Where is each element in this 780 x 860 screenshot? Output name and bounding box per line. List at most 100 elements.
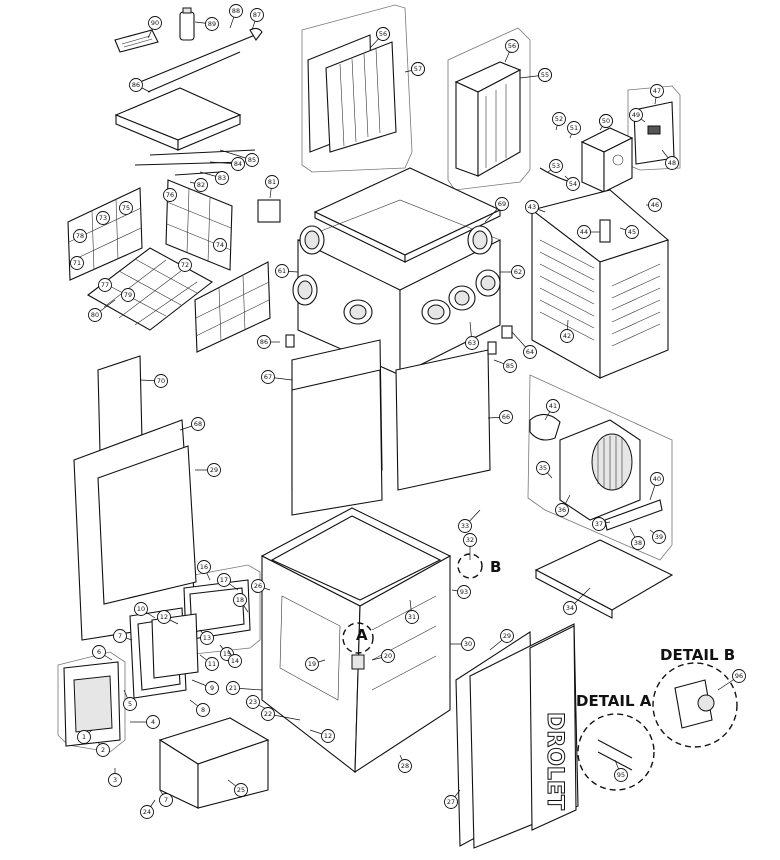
- callout-bubble: [234, 783, 248, 797]
- callout-38: 38: [629, 527, 645, 550]
- callout-bubble: [503, 359, 517, 373]
- callout-bubble: [140, 805, 154, 819]
- callout-bubble: [538, 68, 552, 82]
- callout-69: 69: [484, 197, 509, 223]
- callout-bubble: [599, 114, 613, 128]
- callout-12: 12: [309, 729, 335, 743]
- callout-bubble: [250, 8, 264, 22]
- callout-bubble: [217, 573, 231, 587]
- detail-b-marker: [457, 553, 483, 579]
- callout-11: 11: [199, 654, 219, 671]
- callout-56: 56: [376, 27, 390, 41]
- duct-collars: [292, 225, 501, 325]
- callout-bubble: [463, 533, 477, 547]
- detail-a-callout: [577, 713, 655, 791]
- callout-number: 18: [236, 596, 244, 604]
- callout-bubble: [96, 743, 110, 757]
- callout-bubble: [215, 171, 229, 185]
- callout-bubble: [732, 669, 746, 683]
- callout-number: 5: [128, 700, 132, 708]
- callout-number: 35: [539, 464, 547, 472]
- callout-bubble: [567, 121, 581, 135]
- callout-bubble: [592, 517, 606, 531]
- callout-bubble: [154, 374, 168, 388]
- callout-86: 86: [257, 335, 280, 349]
- callout-number: 25: [237, 786, 245, 794]
- callout-bubble: [305, 657, 319, 671]
- callout-number: 7: [118, 632, 122, 640]
- callout-8: 8: [189, 699, 210, 717]
- callout-90: 90: [147, 16, 162, 39]
- callout-7: 7: [159, 789, 173, 807]
- heat-exchanger-box: [530, 189, 670, 379]
- callout-number: 19: [308, 660, 316, 668]
- callout-27: 27: [444, 789, 461, 809]
- control-box: [580, 127, 634, 193]
- callout-number: 80: [91, 311, 99, 319]
- callout-66: 66: [487, 410, 513, 424]
- callout-number: 29: [503, 632, 511, 640]
- callout-29: 29: [489, 629, 514, 651]
- callout-number: 54: [569, 180, 577, 188]
- callout-23: 23: [246, 695, 269, 711]
- callout-number: 55: [541, 71, 549, 79]
- callout-44: 44: [577, 225, 600, 239]
- callout-77: 77: [98, 278, 112, 292]
- callout-96: 96: [717, 669, 746, 691]
- callout-42: 42: [560, 319, 574, 343]
- callout-number: 56: [508, 42, 516, 50]
- glass-frame-set: [183, 579, 251, 641]
- callout-bubble: [129, 78, 143, 92]
- callout-22: 22: [261, 707, 301, 721]
- callout-bubble: [70, 256, 84, 270]
- callout-89: 89: [194, 17, 219, 31]
- callout-bubble: [398, 759, 412, 773]
- ash-drawer: [158, 717, 270, 809]
- callout-bubble: [625, 225, 639, 239]
- callout-80: 80: [88, 299, 116, 322]
- callout-number: 33: [461, 522, 469, 530]
- callout-bubble: [157, 610, 171, 624]
- callout-bubble: [499, 410, 513, 424]
- detail-a-title: DETAIL A: [576, 692, 652, 710]
- callout-number: 23: [249, 698, 257, 706]
- callout-number: 62: [514, 268, 522, 276]
- callout-number: 76: [166, 191, 174, 199]
- callout-number: 26: [254, 582, 262, 590]
- brush-card: [114, 29, 159, 53]
- callout-24: 24: [140, 799, 156, 819]
- callout-bubble: [381, 649, 395, 663]
- spray-can: [179, 7, 195, 41]
- callout-81: 81: [265, 175, 279, 199]
- callout-number: 70: [157, 377, 165, 385]
- base-plate: [534, 539, 674, 619]
- callout-40: 40: [649, 472, 664, 501]
- callout-number: 79: [124, 291, 132, 299]
- callout-number: 13: [203, 634, 211, 642]
- callout-bubble: [536, 461, 550, 475]
- callout-51: 51: [567, 121, 581, 139]
- callout-number: 30: [464, 640, 472, 648]
- callout-87: 87: [250, 8, 264, 31]
- callout-number: 50: [602, 117, 610, 125]
- callout-number: 51: [570, 124, 578, 132]
- rods: [134, 149, 256, 176]
- callout-bubble: [555, 503, 569, 517]
- callout-70: 70: [139, 374, 168, 388]
- callout-number: 84: [234, 160, 242, 168]
- callout-bubble: [275, 264, 289, 278]
- callout-71: 71: [70, 256, 84, 270]
- callout-number: 16: [200, 563, 208, 571]
- callout-bubble: [191, 417, 205, 431]
- callout-bubble: [96, 211, 110, 225]
- callout-number: 12: [160, 613, 168, 621]
- callout-85: 85: [493, 359, 517, 373]
- callout-55: 55: [538, 68, 552, 82]
- callout-29: 29: [195, 463, 221, 477]
- callout-84: 84: [209, 157, 245, 171]
- callout-number: 52: [555, 115, 563, 123]
- group-outline-filters-top: [301, 4, 413, 173]
- callout-number: 17: [220, 576, 228, 584]
- callout-number: 63: [468, 339, 476, 347]
- callout-4: 4: [130, 715, 160, 729]
